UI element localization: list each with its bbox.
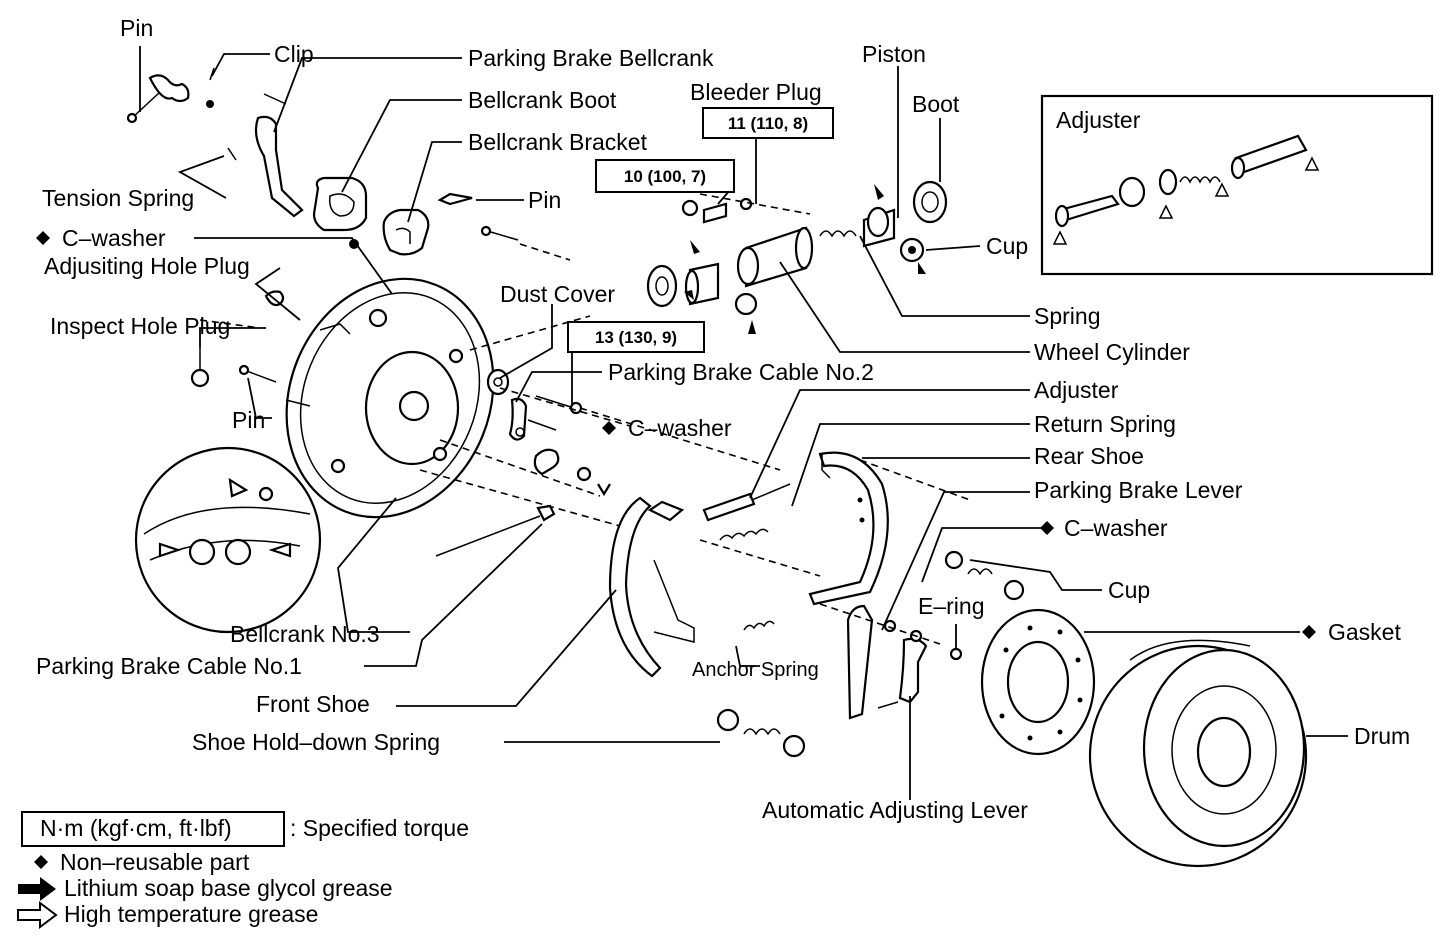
pin-top-part (126, 91, 161, 124)
torque-box-wheel-cylinder: 10 (100, 7) (595, 159, 735, 193)
label-group-c-washer-2: C–washer (602, 415, 732, 441)
black-diamond-icon (1302, 625, 1316, 639)
label-automatic-adjusting-lever: Automatic Adjusting Lever (762, 797, 1028, 823)
legend-lithium-grease: Lithium soap base glycol grease (64, 875, 393, 901)
label-bleeder-plug: Bleeder Plug (690, 79, 822, 105)
label-piston: Piston (862, 41, 926, 67)
label-adjusting-hole-plug: Adjusiting Hole Plug (44, 253, 250, 279)
label-adjuster: Adjuster (1034, 377, 1119, 403)
parking-brake-bellcrank-part (227, 93, 304, 218)
legend-unit-text: N·m (kgf·cm, ft·lbf) (40, 815, 232, 841)
label-drum: Drum (1354, 723, 1410, 749)
label-cup-right: Cup (1108, 577, 1150, 603)
torque-box-bleeder: 11 (110, 8) (702, 107, 834, 139)
label-wheel-cylinder: Wheel Cylinder (1034, 339, 1190, 365)
legend-unit-box (21, 811, 285, 847)
shoe-hold-down-spring-part (716, 708, 806, 758)
legend-high-temp-grease: High temperature grease (64, 901, 318, 927)
label-rear-shoe: Rear Shoe (1034, 443, 1144, 469)
anchor-spring-part (743, 620, 775, 631)
torque-wheel-cylinder-value: 10 (100, 7) (624, 167, 706, 186)
label-anchor-spring: Anchor Spring (692, 659, 819, 681)
automatic-adjusting-lever-part (877, 629, 928, 709)
bellcrank-no2-part (508, 397, 528, 441)
label-bellcrank-bracket: Bellcrank Bracket (468, 129, 648, 155)
parking-brake-lever-part (846, 604, 897, 720)
adjuster-assy-part (702, 483, 791, 541)
backing-plate-part (285, 277, 495, 519)
torque-box-backing-plate: 13 (130, 9) (567, 321, 705, 353)
label-shoe-hold-down-spring: Shoe Hold–down Spring (192, 729, 440, 755)
legend-non-reusable: Non–reusable part (60, 849, 250, 875)
pin-mid-part (437, 192, 473, 206)
black-diamond-icon (1040, 521, 1054, 535)
drum-part (1088, 639, 1308, 868)
gasket-part (980, 608, 1096, 756)
label-inspect-hole-plug: Inspect Hole Plug (50, 313, 230, 339)
label-group-c-washer-1: C–washer (36, 225, 166, 251)
black-diamond-icon (602, 421, 616, 435)
front-shoe-part (608, 496, 695, 678)
label-gasket: Gasket (1328, 619, 1401, 645)
label-parking-brake-bellcrank: Parking Brake Bellcrank (468, 45, 714, 71)
label-e-ring: E–ring (918, 593, 984, 619)
label-dust-cover: Dust Cover (500, 281, 615, 307)
label-return-spring: Return Spring (1034, 411, 1176, 437)
label-pin-mid: Pin (528, 187, 561, 213)
legend: N·m (kgf·cm, ft·lbf) : Specified torque … (17, 811, 469, 929)
rear-shoe-part (808, 451, 889, 606)
label-clip: Clip (274, 41, 314, 67)
e-ring-part (949, 647, 963, 661)
label-bellcrank-no3: Bellcrank No.3 (230, 621, 380, 647)
solid-arrow-icon (18, 877, 56, 901)
legend-unit-desc: : Specified torque (290, 815, 469, 841)
part-labels: Pin Clip Parking Brake Bellcrank Bellcra… (36, 15, 1410, 823)
label-bellcrank-boot: Bellcrank Boot (468, 87, 617, 113)
cup-right-part (944, 550, 1025, 601)
bellcrank-bracket-part (382, 208, 430, 256)
clip-part (148, 67, 215, 108)
leader-lines (139, 46, 1348, 800)
grease-arrows (684, 156, 1320, 334)
torque-backing-plate-value: 13 (130, 9) (595, 328, 677, 347)
inspect-hole-plug-part (190, 348, 210, 388)
label-front-shoe: Front Shoe (256, 691, 370, 717)
label-c-washer-2: C–washer (628, 415, 732, 441)
bellcrank-boot-part (312, 176, 368, 232)
pin-left-part (238, 364, 277, 383)
label-pin-top: Pin (120, 15, 153, 41)
black-diamond-icon (34, 855, 48, 869)
label-parking-brake-cable-1: Parking Brake Cable No.1 (36, 653, 302, 679)
assembly-dashed-lines (199, 193, 971, 645)
label-spring: Spring (1034, 303, 1100, 329)
bellcrank-no3-part (533, 448, 611, 497)
label-adjuster-inset: Adjuster (1056, 107, 1141, 133)
label-cup-top: Cup (986, 233, 1028, 259)
torque-bleeder-value: 11 (110, 8) (728, 114, 808, 133)
wheel-cylinder-parts (646, 180, 948, 316)
label-boot: Boot (912, 91, 960, 117)
label-parking-brake-lever: Parking Brake Lever (1034, 477, 1243, 503)
bolt-part (349, 225, 519, 249)
label-pin-left: Pin (232, 407, 265, 433)
label-parking-brake-cable-2: Parking Brake Cable No.2 (608, 359, 874, 385)
dust-cover-part (486, 368, 510, 396)
adjuster-inset-box (1040, 94, 1434, 276)
detail-magnifier-part (134, 446, 322, 634)
black-diamond-icon (36, 231, 50, 245)
label-c-washer-3: C–washer (1064, 515, 1168, 541)
label-group-gasket: Gasket (1302, 619, 1401, 645)
outline-arrow-icon (17, 901, 58, 929)
bolt-13-part (527, 395, 583, 431)
parking-brake-cable-1-part (435, 504, 556, 557)
label-group-c-washer-3: C–washer (1040, 515, 1168, 541)
label-c-washer-1: C–washer (62, 225, 166, 251)
label-tension-spring: Tension Spring (42, 185, 194, 211)
